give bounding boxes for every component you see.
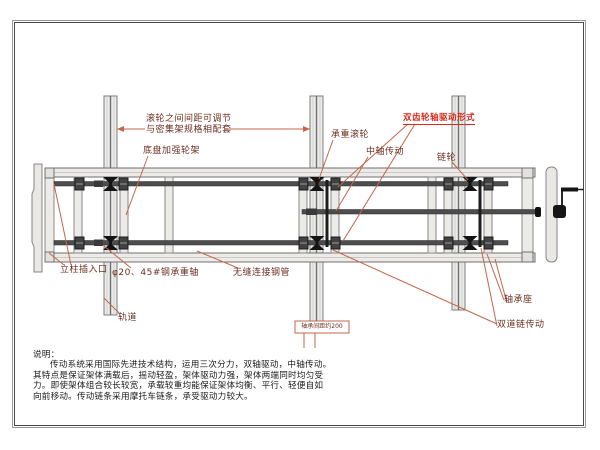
- page-border: [12, 20, 586, 428]
- crank-handle: [553, 187, 584, 218]
- label-load-roller: 承重滚轮: [331, 130, 370, 140]
- description-line: 其特点是保证架体满载后，摇动轻盈，架体驱动力强，架体两端同时均匀受: [33, 370, 324, 381]
- label-bearing-seat: 轴承座: [504, 295, 533, 305]
- roller-lower-right: [462, 236, 478, 250]
- dimension-line-top: [117, 126, 310, 132]
- roller-upper-middle: [309, 177, 325, 191]
- label-seamless-pipe: 无缝连接钢管: [233, 268, 291, 278]
- bearing-blocks: [74, 177, 494, 250]
- description-line: 力。即使架体组合较长较宽，承载较重均能保证架体均衡、平行、轻便自如: [33, 381, 324, 392]
- label-column-insert: 立柱插入口: [60, 265, 108, 275]
- label-bearing-spacing: 轴承间距约200: [301, 323, 343, 330]
- description-line: 向前移动。传动链条采用摩托车链条，承受驱动力较大。: [33, 391, 253, 402]
- upper-drive-shaft: [53, 181, 509, 187]
- load-rollers: [103, 177, 478, 250]
- roller-upper-right: [462, 177, 478, 191]
- vertical-track-left: [103, 95, 118, 316]
- label-sprocket: 链轮: [437, 153, 457, 163]
- label-center-shaft-drive: 中轴传动: [366, 147, 405, 157]
- vertical-track-right: [451, 95, 466, 311]
- dimension-note-line2: 与密集架规格相配套: [146, 125, 232, 135]
- label-double-gear-drive: 双齿轮轴驱动形式: [403, 113, 476, 125]
- label-rail: 轨道: [118, 313, 138, 323]
- roller-lower-middle: [309, 236, 325, 250]
- dimension-note-line1: 滚轮之间间距可调节: [146, 114, 232, 124]
- middle-drive-shaft: [301, 207, 541, 217]
- label-double-chain-drive: 双道链传动: [497, 320, 545, 330]
- roller-upper-left: [103, 177, 118, 191]
- chain-right: [478, 180, 482, 247]
- label-chassis-wheel-frame: 底盘加强轮架: [143, 146, 201, 156]
- description-block: 说明： 传动系统采用国际先进技术结构，运用三次分力，双轴驱动，中轴传动。 其特点…: [33, 350, 353, 402]
- description-line: 传动系统采用国际先进技术结构，运用三次分力，双轴驱动，中轴传动。: [50, 360, 332, 371]
- description-title: 说明：: [33, 350, 60, 360]
- frame-posts: [44, 167, 534, 263]
- roller-lower-left: [103, 236, 118, 250]
- chain-middle: [325, 180, 329, 247]
- leader-lines: [48, 123, 508, 327]
- label-steel-shaft: φ20、45#钢承重轴: [112, 268, 199, 278]
- lower-drive-shaft: [53, 240, 509, 246]
- shaft-couplings: [94, 180, 103, 246]
- left-end-plate: [31, 163, 43, 273]
- bearing-spacing-dimension: [294, 320, 350, 348]
